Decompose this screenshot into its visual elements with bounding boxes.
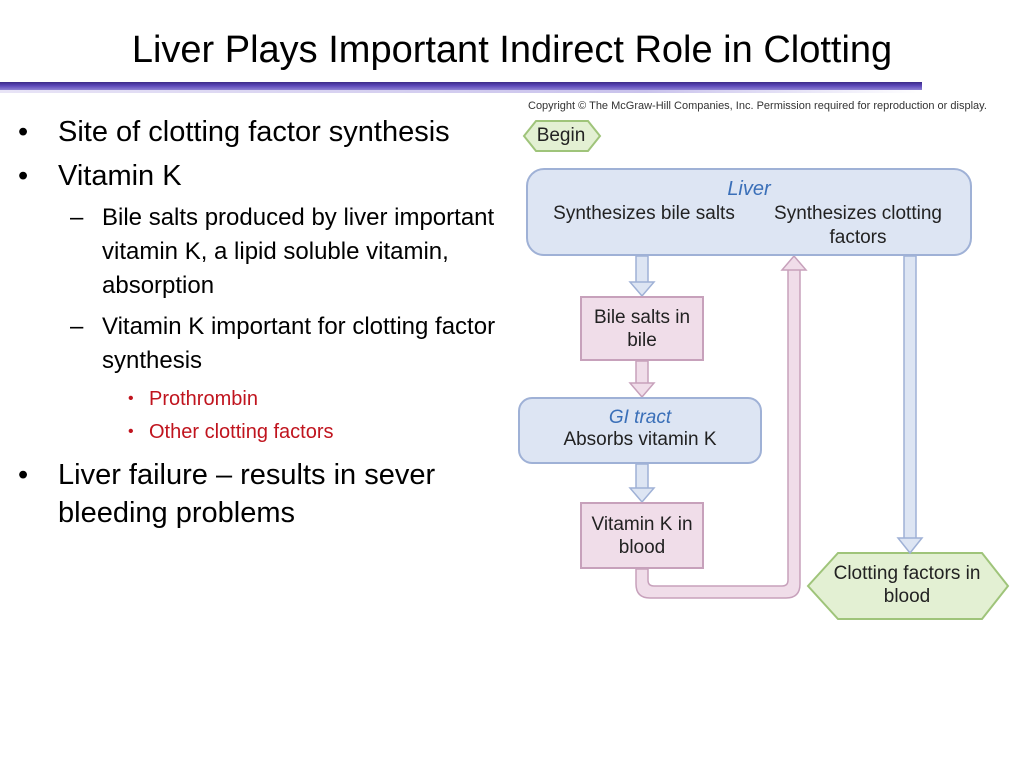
bullet-text: Site of clotting factor synthesis — [58, 116, 450, 148]
bullet-text: Vitamin K — [58, 160, 182, 192]
clotting-factors-shape — [806, 552, 1010, 620]
arrow-liver-to-bile — [628, 255, 656, 298]
sub-sub-bullet-list: • Prothrombin • Other clotting factors — [70, 385, 518, 446]
arrow-bile-to-gi — [628, 360, 656, 399]
slide-title: Liver Plays Important Indirect Role in C… — [131, 29, 893, 71]
sub-bullet-text: Bile salts produced by liver important v… — [102, 204, 495, 299]
sub-sub-bullet-item: • Prothrombin — [128, 385, 518, 413]
bullet-marker: • — [128, 423, 134, 440]
vitamin-k-box: Vitamin K in blood — [580, 502, 704, 569]
sub-sub-bullet-item: • Other clotting factors — [128, 418, 518, 446]
bullet-marker: • — [128, 390, 134, 407]
sub-bullet-list: – Bile salts produced by liver important… — [18, 201, 518, 446]
liver-clotting-factors-text: Synthesizes clotting factors — [774, 203, 942, 248]
sub-bullet-text: Vitamin K important for clotting factor … — [102, 313, 496, 374]
gi-header: GI tract — [608, 407, 672, 428]
bullet-item: • Liver failure – results in sever bleed… — [18, 456, 518, 532]
bullet-item: • Site of clotting factor synthesis — [18, 113, 518, 151]
sub-sub-bullet-text: Other clotting factors — [149, 421, 334, 443]
vitamin-k-text: Vitamin K in blood — [591, 513, 693, 558]
liver-header: Liver — [727, 178, 771, 200]
bullet-marker: • — [18, 116, 29, 148]
liver-bile-salts-text: Synthesizes bile salts — [553, 203, 735, 224]
title-underline — [0, 82, 922, 93]
arrow-gi-to-vitamin-k — [628, 463, 656, 504]
bile-salts-box: Bile salts in bile — [580, 296, 704, 361]
gi-tract-box: GI tract Absorbs vitamin K — [518, 397, 762, 464]
bullet-marker: • — [18, 459, 29, 491]
clotting-factors-text: Clotting factors in blood — [833, 563, 981, 607]
begin-shape — [522, 120, 602, 152]
bullet-item: • Vitamin K — [18, 157, 518, 195]
copyright-notice: Copyright © The McGraw-Hill Companies, I… — [528, 100, 987, 112]
arrow-liver-to-clotting — [896, 255, 924, 555]
bullet-marker: • — [18, 160, 29, 192]
dash-marker: – — [70, 204, 84, 231]
sub-bullet-item: – Vitamin K important for clotting facto… — [70, 310, 518, 378]
dash-marker: – — [70, 313, 84, 340]
sub-bullet-item: – Bile salts produced by liver important… — [70, 201, 518, 303]
bile-salts-text: Bile salts in bile — [593, 306, 691, 351]
liver-box: Liver Synthesizes bile salts Synthesizes… — [526, 168, 972, 256]
bullet-text: Liver failure – results in sever bleedin… — [58, 459, 436, 529]
sub-sub-bullet-text: Prothrombin — [149, 388, 258, 410]
arrow-vitamin-k-to-liver — [635, 254, 808, 599]
bullet-list: • Site of clotting factor synthesis • Vi… — [18, 113, 518, 538]
begin-label: Begin — [536, 125, 586, 146]
gi-absorbs-text: Absorbs vitamin K — [563, 429, 717, 450]
